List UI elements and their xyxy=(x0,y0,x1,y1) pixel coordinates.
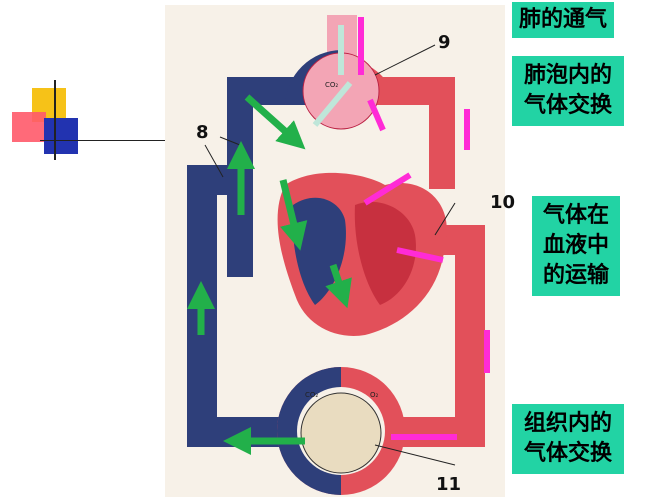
label-alveolar-exchange: 肺泡内的 气体交换 xyxy=(512,56,624,126)
decor-red-square xyxy=(12,112,46,142)
circulation-diagram: CO₂ CO₂ O₂ xyxy=(165,5,505,497)
decor-blue-square xyxy=(44,118,78,154)
svg-text:CO₂: CO₂ xyxy=(325,81,338,89)
tissue: CO₂ O₂ xyxy=(277,367,405,495)
label-number-8: 8 xyxy=(196,122,209,143)
teal-arrows xyxy=(312,25,353,127)
label-blood-transport: 气体在 血液中 的运输 xyxy=(532,196,620,296)
svg-text:CO₂: CO₂ xyxy=(305,391,318,399)
green-arrows xyxy=(187,94,352,455)
decor-horizontal-line xyxy=(40,140,170,141)
label-number-11: 11 xyxy=(436,474,462,495)
magenta-arrows xyxy=(358,17,490,440)
svg-text:O₂: O₂ xyxy=(370,391,379,399)
label-lung-ventilation: 肺的通气 xyxy=(512,2,614,38)
decor-vertical-line xyxy=(54,80,56,160)
label-number-10: 10 xyxy=(490,192,516,213)
heart xyxy=(277,172,447,336)
label-tissue-exchange: 组织内的 气体交换 xyxy=(512,404,624,474)
label-number-9: 9 xyxy=(438,32,451,53)
leader-lines xyxy=(204,44,456,466)
